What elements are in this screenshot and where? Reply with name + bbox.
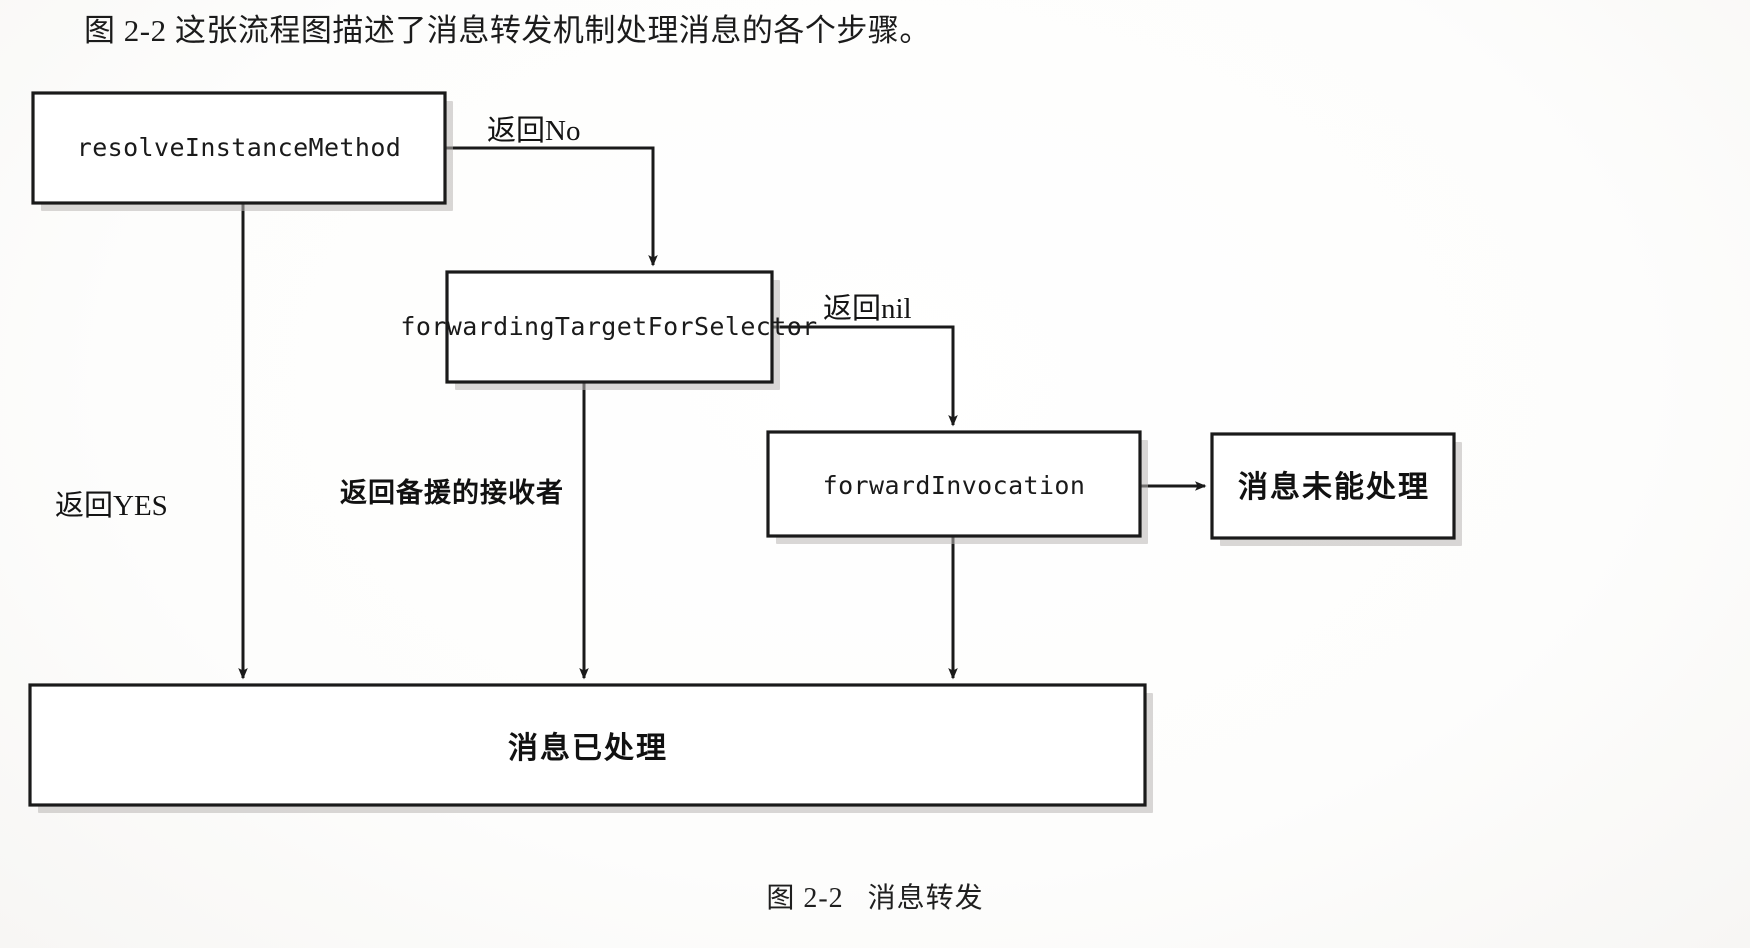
- figure-number: 图 2-2: [766, 883, 844, 914]
- node-label-forwarding-target-for-selector: forwardingTargetForSelector: [400, 312, 817, 341]
- node-resolve-instance-method[interactable]: resolveInstanceMethod: [31, 91, 453, 211]
- figure-title: 消息转发: [867, 883, 984, 914]
- figure-caption: 图 2-2 消息转发: [0, 876, 1750, 916]
- edge-label-return-yes: 返回YES: [55, 490, 168, 522]
- edge-target-nil: [772, 325, 958, 427]
- node-label-resolve-instance-method: resolveInstanceMethod: [77, 133, 401, 162]
- flowchart-diagram: resolveInstanceMethod forwardingTargetFo…: [28, 91, 1462, 813]
- edge-label-return-backup-receiver: 返回备援的接收者: [340, 477, 564, 509]
- node-message-handled[interactable]: 消息已处理: [28, 683, 1153, 813]
- node-label-message-handled: 消息已处理: [508, 731, 668, 766]
- top-caption: 图 2-2 这张流程图描述了消息转发机制处理消息的各个步骤。: [84, 13, 931, 48]
- node-forward-invocation[interactable]: forwardInvocation: [766, 430, 1148, 544]
- node-label-message-not-handled: 消息未能处理: [1238, 470, 1430, 505]
- node-message-not-handled[interactable]: 消息未能处理: [1210, 432, 1462, 546]
- node-label-forward-invocation: forwardInvocation: [823, 471, 1086, 500]
- edge-resolve-no: [445, 146, 658, 267]
- edge-label-return-no: 返回No: [487, 115, 580, 147]
- node-forwarding-target-for-selector[interactable]: forwardingTargetForSelector: [400, 270, 817, 390]
- edge-label-return-nil: 返回nil: [823, 293, 912, 325]
